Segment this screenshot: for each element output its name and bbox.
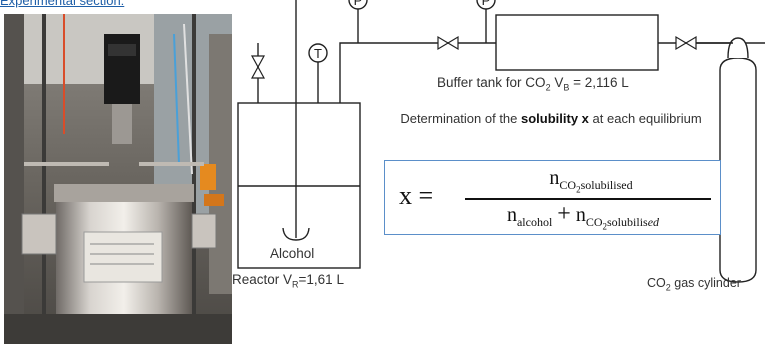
formula-numerator: nCO2solubilised — [549, 167, 633, 195]
co2-gas-cylinder — [719, 37, 757, 283]
formula-denominator: nalcohol + nCO2solubilised — [506, 201, 660, 232]
pressure-gauge-1-label: P — [354, 0, 363, 8]
buffer-tank — [495, 14, 659, 71]
solubility-description: Determination of the solubility x at eac… — [400, 111, 702, 126]
fraction-bar — [465, 198, 711, 200]
pressure-gauge-2 — [476, 0, 496, 10]
thermometer-label: T — [314, 46, 322, 61]
pressure-gauge-1 — [348, 0, 368, 10]
cylinder-valve — [675, 35, 697, 51]
stirrer-impeller — [282, 227, 310, 241]
reactor-content-label: Alcohol — [270, 246, 315, 261]
solubility-formula-box: x = nCO2solubilised nalcohol + nCO2solub… — [384, 160, 721, 235]
formula-lhs: x = — [399, 181, 434, 210]
pressure-gauge-2-label: P — [482, 0, 491, 8]
gas-cylinder-label: CO2 gas cylinder — [647, 276, 741, 293]
buffer-inlet-valve — [437, 35, 459, 51]
buffer-tank-label: Buffer tank for CO2 VB = 2,116 L — [437, 75, 629, 93]
reactor-photo — [4, 14, 232, 344]
section-title-link[interactable]: Experimental section: — [0, 0, 125, 8]
inlet-valve — [250, 55, 266, 79]
reactor-volume-label: Reactor VR=1,61 L — [232, 272, 344, 290]
thermometer-gauge — [308, 43, 328, 63]
